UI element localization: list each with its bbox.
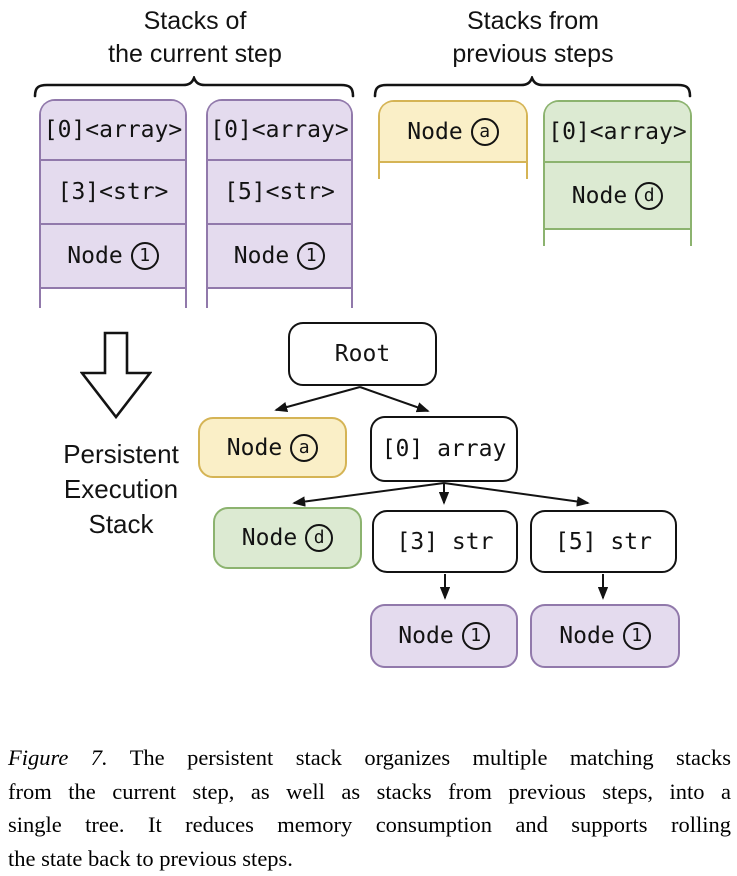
stack-cell: [0]<array>: [545, 102, 690, 163]
stack-previous-d: [0]<array> Node d: [543, 100, 692, 246]
edge-array0-to-node-d: [292, 482, 445, 507]
circled-id: 1: [130, 242, 159, 270]
tree-node-str3: [3] str: [372, 510, 518, 573]
edge-array0-to-str5: [443, 482, 590, 507]
circled-id: d: [635, 181, 664, 210]
tree-node-text: Root: [334, 341, 391, 367]
stack-open-tail: [380, 163, 526, 181]
stack-cell-node: Node a: [380, 102, 526, 163]
node-label: Node: [67, 243, 123, 269]
stack-previous-a: Node a: [378, 100, 528, 179]
tree-node-1-right: Node 1: [530, 604, 680, 668]
tree-node-text: [0] array: [381, 436, 507, 462]
caption-line-4: the state back to previous steps.: [8, 845, 293, 871]
stack-cell-text: [0]<array>: [548, 118, 687, 145]
stack-cell: [0]<array>: [41, 101, 185, 161]
circled-id: 1: [461, 622, 490, 650]
stack-current-2: [0]<array> [5]<str> Node 1: [206, 99, 353, 308]
stack-cell-text: [0]<array>: [210, 117, 349, 143]
stack-current-1: [0]<array> [3]<str> Node 1: [39, 99, 187, 308]
heading-previous-stacks: Stacks from previous steps: [374, 5, 692, 71]
node-label: Node: [559, 623, 615, 649]
edge-root-to-node-a: [274, 386, 361, 413]
stack-cell: [3]<str>: [41, 161, 185, 225]
node-label: Node: [241, 525, 298, 551]
tree-node-root: Root: [288, 322, 437, 386]
node-label: Node: [407, 118, 463, 145]
node-label: Node: [226, 434, 283, 461]
caption-line-1: Figure 7. The persistent stack organizes…: [8, 741, 731, 775]
heading-previous-line-2: previous steps: [452, 40, 614, 68]
tree-node-text: [3] str: [396, 528, 494, 555]
stack-open-tail: [41, 289, 185, 310]
stack-cell: [5]<str>: [208, 161, 351, 225]
down-arrow-icon: [80, 331, 152, 419]
tree-node-array0: [0] array: [370, 416, 518, 482]
circled-id: d: [305, 524, 334, 552]
tree-node-1-left: Node 1: [370, 604, 518, 668]
stack-cell-node: Node 1: [208, 225, 351, 289]
caption-line-1-text: The persistent stack organizes multiple …: [129, 745, 732, 770]
persistent-label-line-2: Execution: [63, 474, 179, 504]
stack-open-tail: [545, 230, 690, 248]
node-label: Node: [233, 243, 290, 269]
figure-caption: Figure 7. The persistent stack organizes…: [8, 741, 731, 875]
stack-open-tail: [208, 289, 351, 310]
caption-figure-label: Figure 7.: [8, 745, 108, 770]
heading-current-stacks: Stacks of the current step: [35, 5, 355, 71]
circled-id: a: [290, 433, 319, 462]
edge-root-to-array0: [359, 386, 430, 413]
circled-id: a: [470, 117, 499, 146]
stack-cell-text: [0]<array>: [43, 117, 183, 143]
tree-node-d: Node d: [213, 507, 362, 569]
stack-cell-node: Node d: [545, 163, 690, 230]
node-label: Node: [398, 623, 454, 649]
tree-node-text: [5] str: [555, 528, 652, 555]
persistent-label-line-1: Persistent: [63, 439, 179, 469]
tree-node-a: Node a: [198, 417, 347, 478]
heading-current-line-1: Stacks of: [143, 7, 247, 35]
heading-previous-line-1: Stacks from: [467, 7, 599, 35]
heading-current-line-2: the current step: [108, 40, 282, 68]
node-label: Node: [571, 182, 628, 209]
stack-cell-node: Node 1: [41, 225, 185, 289]
tree-node-str5: [5] str: [530, 510, 677, 573]
caption-line-2: from the current step, as well as stacks…: [8, 778, 731, 804]
circled-id: 1: [622, 622, 651, 650]
stack-cell: [0]<array>: [208, 101, 351, 161]
stack-cell-text: [5]<str>: [224, 179, 335, 205]
stack-cell-text: [3]<str>: [57, 179, 169, 205]
brace-previous-icon: [373, 76, 692, 98]
brace-current-icon: [33, 76, 355, 98]
caption-line-3: single tree. It reduces memory consumpti…: [8, 812, 731, 837]
persistent-label-line-3: Stack: [88, 509, 154, 539]
circled-id: 1: [297, 242, 326, 270]
persistent-stack-label: Persistent Execution Stack: [26, 437, 216, 542]
